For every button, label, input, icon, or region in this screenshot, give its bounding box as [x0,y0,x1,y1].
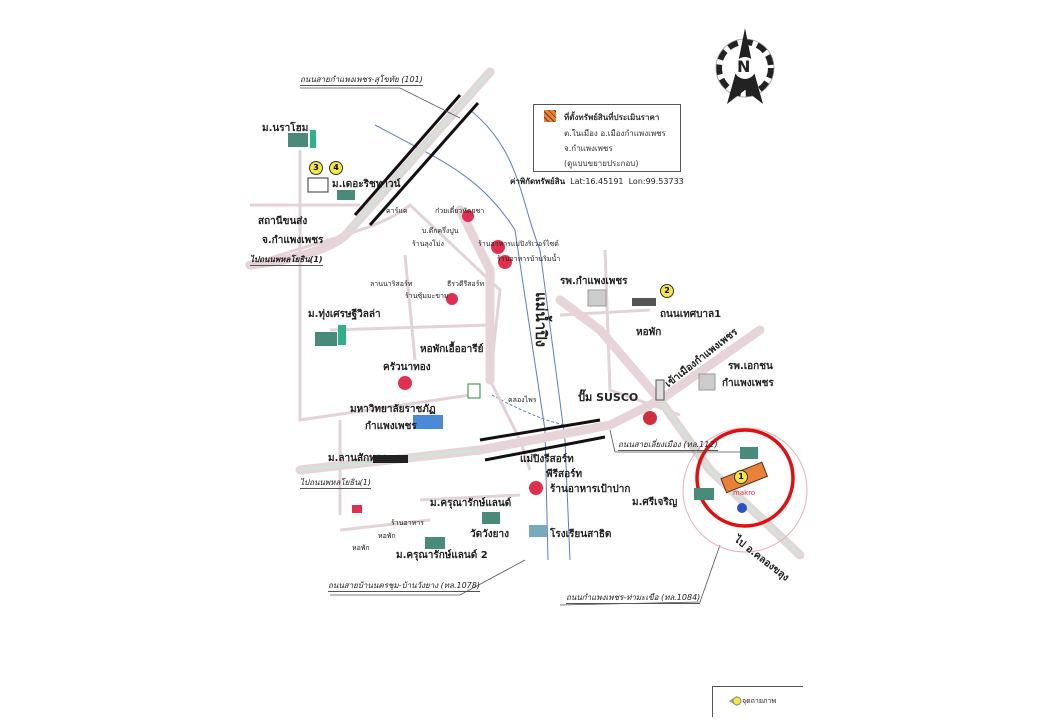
place-rajabhat-2: กำแพงเพชร [365,421,417,432]
place-hospital: รพ.กำแพงเพชร [560,276,628,287]
place-pao-pak: ร้านอาหารเป้าปาก [550,484,631,495]
place-ping-river: แม่น้ำปิง [532,292,550,348]
place-rich-town: ม.เดอะริชทาวน์ [332,179,401,190]
place-susco: ปั๊ม SUSCO [578,391,639,404]
marker-3: 3 [309,161,323,175]
ping-river-line [469,109,571,561]
place-sum-makham: ร้านซุ้มมะขาม [405,292,449,300]
coordinates: ค่าพิกัดทรัพย์สิน Lat:16.45191 Lon:99.53… [510,178,684,186]
road-112-label: ถนนสายเลี่ยงเมือง (ทล.112) [618,440,718,451]
legend-line-3: จ.กำแพงเพชร [564,144,613,153]
place-wat-wang-yang: วัดวังยาง [470,529,509,540]
place-lanna-resort: ลานนาริสอร์ท [370,280,413,288]
coordinates-label: ค่าพิกัดทรัพย์สิน [510,177,566,186]
photo-point-icon [729,696,742,706]
ping-river-line-2 [374,124,549,561]
road-1078-label: ถนนสายบ้านนครชุม-บ้านวังยาง (ทล.1078) [328,581,480,592]
compass-letter: N [737,57,751,76]
place-krua-na-thong: ครัวนาทอง [383,362,431,373]
highlight-circle [695,428,795,528]
place-maeping-riverside: ร้านอาหารแม่ปิงริเวอร์ไซด์ [478,240,559,248]
longitude: Lon:99.53733 [628,177,684,186]
place-karuna-land: ม.ครุณารักษ์แลนด์ [430,498,512,509]
road-101-label: ถนนสายกำแพงเพชร-สุโขทัย (101) [300,75,423,86]
road-1084-label: ถนนกำแพงเพชร-ท่ามะเขือ (ทล.1084) [566,593,701,604]
zone-circle [682,427,808,553]
bypass-112-bridge [479,418,606,462]
tessaban1-label: ถนนเทศบาล1 [660,309,722,320]
latitude: Lat:16.45191 [570,177,624,186]
place-satit-school: โรงเรียนสาธิต [550,529,612,540]
place-thung-setthi: ม.ทุ่งเศรษฐีวิลล่า [308,309,381,320]
photo-point-label: จุดถ่ายภาพ [742,697,777,705]
north-arrow-icon [715,28,775,104]
place-khlong-phrai: คลองไพร [508,396,537,404]
place-lung-mong: ร้านลุงโม่ง [412,240,444,248]
photo-point-legend [712,686,803,717]
place-teerawadee-resort: ธีรวดีรีสอร์ท [447,280,485,288]
place-noodle: ก๋วยเตี๋ยวหัดยชา [435,207,485,215]
place-maeping-resort: แม่ปิงรีสอร์ท [520,454,574,465]
place-lan-sak-thong: ม.ลานสักทอง [328,453,387,464]
place-nara-home: ม.นราโฮม [262,123,309,134]
place-restaurant-small: ร้านอาหาร [391,519,424,527]
marker-4: 4 [329,161,343,175]
place-dorm-3: หอพัก [352,544,370,552]
marker-1: 1 [734,470,748,484]
place-ban-rim-nam: ร้านอาหารบ้านริมน้ำ [497,255,561,263]
place-tuek-khrueng-pun: บ.ตึกครึ่งปูน [422,227,459,235]
place-dorm-1: หอพัก [636,327,662,338]
legend-line-4: (ดูแบบขยายประกอบ) [564,159,639,168]
place-uea-aree: หอพักเอื้ออารีย์ [420,344,484,355]
place-car-care: คาร์แค [386,207,408,215]
legend-line-1: ที่ตั้งทรัพย์สินที่ประเมินราคา [564,113,660,122]
site-swatch-icon [544,110,556,122]
place-p-resort: พีรีสอร์ท [546,469,583,480]
place-karuna-land-2: ม.ครุณารักษ์แลนด์ 2 [396,550,488,561]
to-phahon-label-2: ไปถนนพหลโยธิน(1) [300,478,371,489]
legend-line-2: ต.ในเมือง อ.เมืองกำแพงเพชร [564,129,666,138]
marker-2: 2 [660,284,674,298]
place-bus-station-province: จ.กำแพงเพชร [262,235,324,246]
poi-icons [288,130,758,549]
place-sri-charoen: ม.ศรีเจริญ [632,497,678,508]
highway-101-bridge [353,94,480,226]
place-private-hospital: รพ.เอกชน [728,361,773,372]
place-rajabhat: มหาวิทยาลัยราชภัฏ [350,404,436,415]
place-bus-station: สถานีขนส่ง [258,216,308,227]
place-dorm-2: หอพัก [378,532,396,540]
legend-box: ที่ตั้งทรัพย์สินที่ประเมินราคา ต.ในเมือง… [533,104,681,172]
to-phahon-label-1: ไปถนนพหลโยธิน(1) [250,255,323,266]
place-private-hospital-2: กำแพงเพชร [722,378,774,389]
place-makro: makro [733,489,756,497]
